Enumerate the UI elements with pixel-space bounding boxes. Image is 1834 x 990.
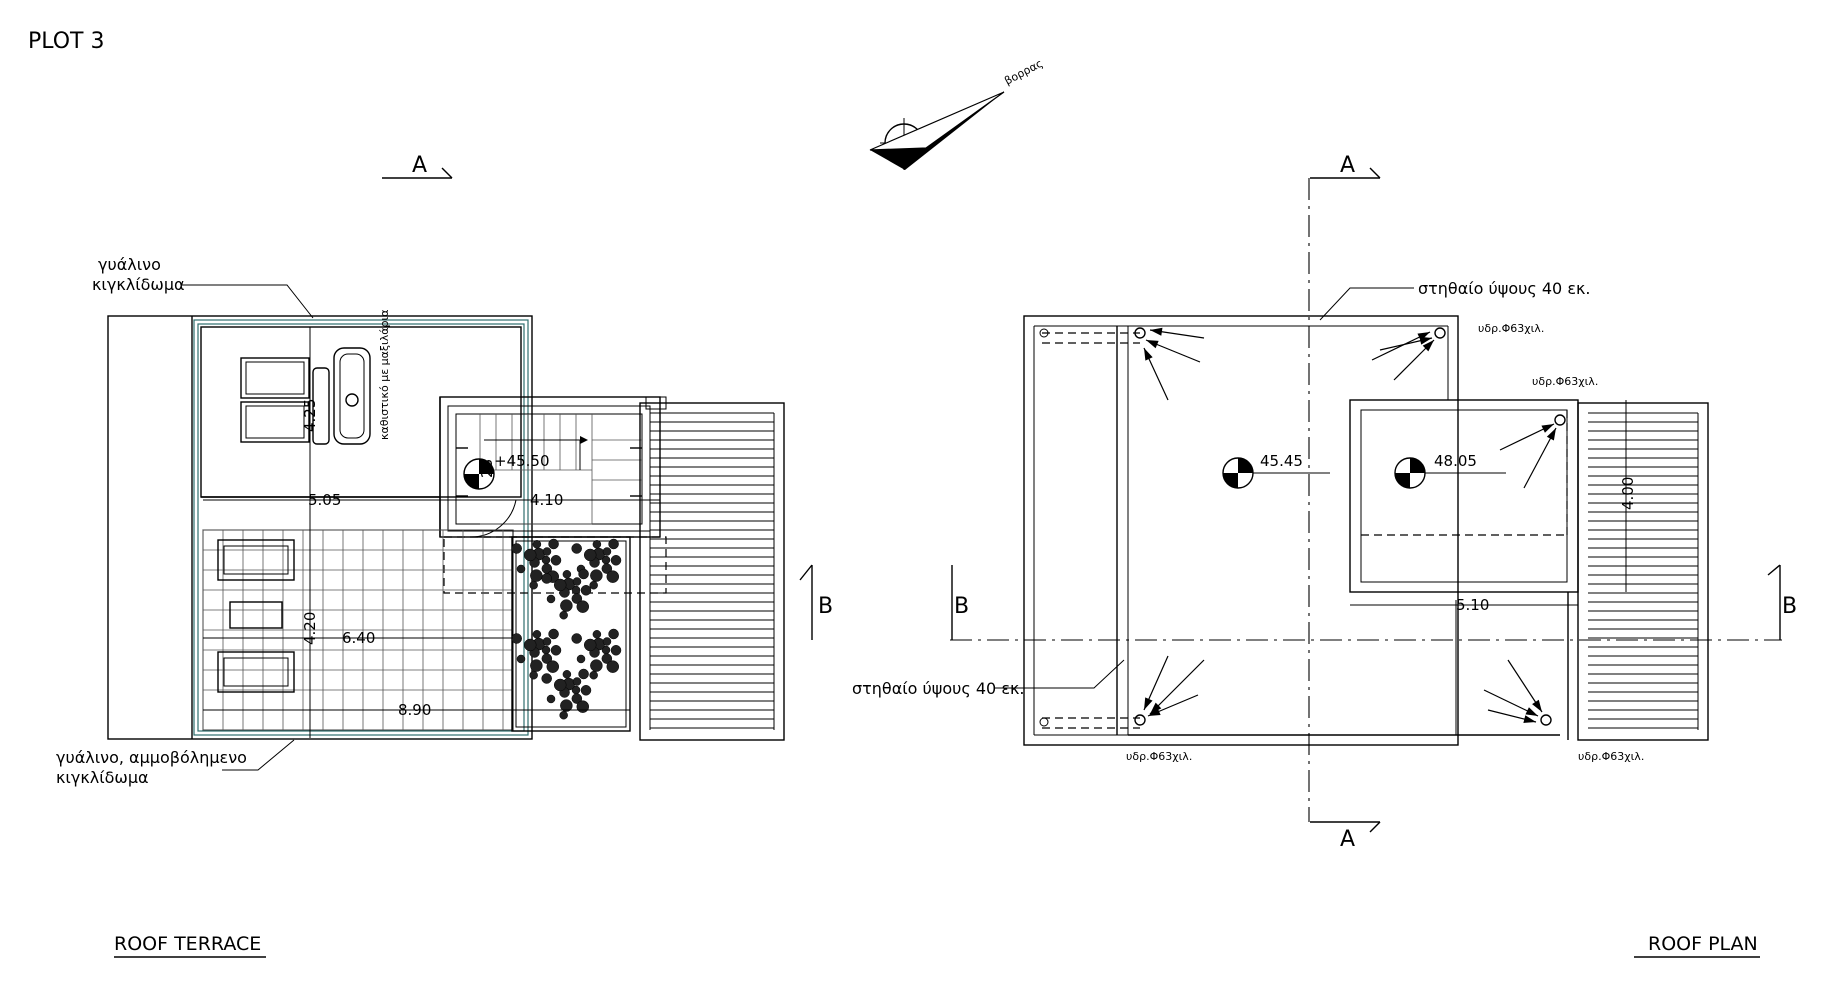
roof-outline — [1023, 315, 1459, 746]
stair-core: +45.50 28 — [439, 396, 667, 594]
section-mark-b-right-2: B — [1767, 564, 1797, 640]
svg-text:B: B — [1782, 594, 1797, 619]
roof-terrace-plan: A καθιστικό με μαξιλάρια — [56, 153, 833, 958]
slope-arrows — [1143, 327, 1557, 723]
svg-text:A: A — [1340, 153, 1355, 178]
north-arrow-icon: βορρας — [869, 57, 1045, 170]
dim-4-00: 4.00 — [1619, 477, 1637, 510]
parapet-note-top: στηθαίο ύψους 40 εκ. — [1418, 279, 1590, 298]
roof-plan: A A B B — [852, 153, 1797, 958]
planters — [511, 536, 631, 732]
roof-plan-title: ROOF PLAN — [1648, 933, 1758, 955]
plot-title: PLOT 3 — [28, 29, 104, 54]
section-mark-a-bottom-right: A — [1310, 821, 1381, 852]
shaded-terrace — [200, 326, 522, 498]
svg-text:B: B — [954, 594, 969, 619]
svg-text:48.05: 48.05 — [1434, 452, 1477, 470]
svg-text:5.05: 5.05 — [308, 491, 341, 509]
level-marker-stair-roof: 48.05 — [1394, 452, 1506, 489]
level-marker-main: 45.45 — [1222, 452, 1330, 489]
roof-drains — [1134, 327, 1566, 726]
outdoor-seating — [217, 539, 295, 693]
section-mark-a-top-right: A — [1310, 153, 1381, 179]
section-mark-b-right-1: B — [951, 565, 969, 640]
section-mark-a-top-left: A — [382, 153, 453, 179]
svg-text:8.90: 8.90 — [398, 701, 431, 719]
drain-note-4: υδρ.Φ63χιλ. — [1578, 750, 1644, 763]
svg-text:45.45: 45.45 — [1260, 452, 1303, 470]
svg-text:4.25: 4.25 — [301, 399, 319, 432]
drain-note-1: υδρ.Φ63χιλ. — [1478, 322, 1544, 335]
pergola-louvres-right — [1567, 402, 1709, 741]
svg-text:4.20: 4.20 — [301, 612, 319, 645]
stair-level: +45.50 — [494, 452, 550, 470]
glass-railing — [193, 319, 529, 736]
section-mark-b-left: B — [799, 564, 833, 640]
sunbed-group: καθιστικό με μαξιλάρια — [240, 310, 391, 445]
lounge-label: καθιστικό με μαξιλάρια — [378, 310, 391, 440]
north-label: βορρας — [1002, 57, 1045, 88]
svg-text:A: A — [412, 153, 427, 178]
dimensions-left: 5.05 4.10 6.40 8.90 4.25 4.20 — [203, 327, 660, 738]
svg-text:B: B — [818, 594, 833, 619]
roof-terrace-title: ROOF TERRACE — [114, 933, 261, 955]
svg-text:4.10: 4.10 — [530, 491, 563, 509]
parapet-note-bottom: στηθαίο ύψους 40 εκ. — [852, 679, 1024, 698]
drain-note-2: υδρ.Φ63χιλ. — [1532, 375, 1598, 388]
dim-5-10: 5.10 — [1456, 596, 1489, 614]
svg-text:6.40: 6.40 — [342, 629, 375, 647]
svg-text:A: A — [1340, 827, 1355, 852]
terrace-slab-outline — [107, 315, 533, 740]
dim-28: 28 — [478, 459, 496, 478]
drain-note-3: υδρ.Φ63χιλ. — [1126, 750, 1192, 763]
pergola-louvres — [639, 402, 785, 741]
